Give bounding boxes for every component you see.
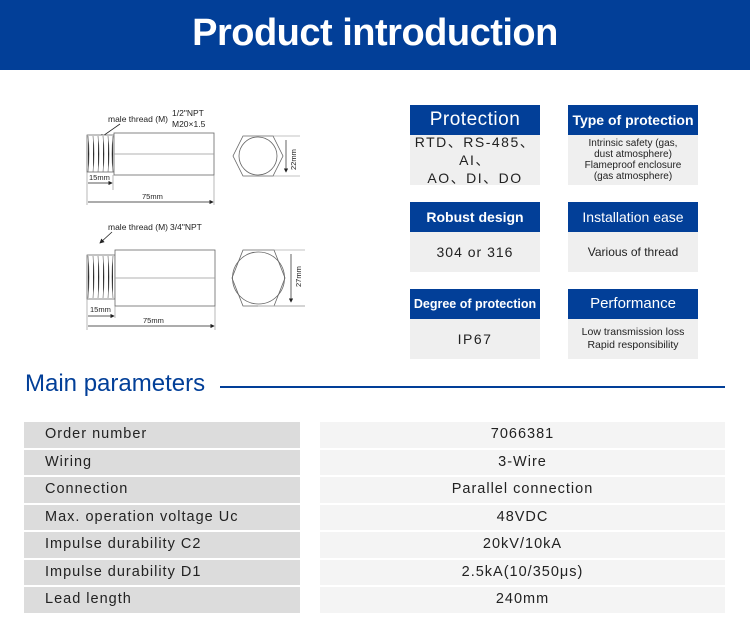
feature-card-protection: Protection RTD、RS-485、AI、 AO、DI、DO [410,105,540,186]
param-label: Max. operation voltage Uc [24,504,300,530]
param-value: 2.5kA(10/350μs) [320,559,725,585]
hex-size-1: 22mm [289,149,298,170]
feature-line: (gas atmosphere) [593,171,673,182]
param-value: 48VDC [320,504,725,530]
feature-line: RTD、RS-485、AI、 [414,134,536,168]
param-label: Impulse durability C2 [24,532,300,558]
total-length-1: 75mm [142,192,163,201]
thread-spec-1a: 1/2"NPT [172,108,204,118]
thread-length-2: 15mm [90,305,111,314]
feature-card-title: Degree of protection [410,289,540,319]
feature-card-type-of-protection: Type of protection Intrinsic safety (gas… [568,105,698,185]
thread-section-icon [86,254,116,300]
param-value: Parallel connection [320,477,725,503]
feature-card-title: Installation ease [568,202,698,232]
table-row: Wiring 3-Wire [24,449,725,475]
param-value: 3-Wire [320,449,725,475]
feature-card-body: Intrinsic safety (gas, dust atmosphere) … [568,135,698,185]
feature-line: Low transmission loss [581,326,685,338]
feature-card-title: Performance [568,289,698,319]
param-value: 240mm [320,587,725,613]
feature-card-installation-ease: Installation ease Various of thread [568,202,698,272]
feature-card-title: Type of protection [568,105,698,135]
param-value: 7066381 [320,422,725,448]
section-divider [220,386,725,388]
thread-callout-1: male thread (M) [108,114,168,124]
technical-drawings: male thread (M) 1/2"NPT M20×1.5 15mm 75m… [0,80,390,350]
feature-card-body: 304 or 316 [410,232,540,272]
parameters-table: Order number 7066381 Wiring 3-Wire Conne… [24,422,725,615]
param-label: Impulse durability D1 [24,559,300,585]
header-banner: Product introduction [0,0,750,70]
param-label: Wiring [24,449,300,475]
table-row: Order number 7066381 [24,422,725,448]
feature-line: dust atmosphere) [594,149,672,160]
drawing-three-quarter-inch: male thread (M) 3/4"NPT 15mm 75mm 27mm [86,222,305,330]
total-length-2: 75mm [143,316,164,325]
param-label: Order number [24,422,300,448]
feature-line: Rapid responsibility [587,339,679,351]
thread-spec-2a: 3/4"NPT [170,222,202,232]
dimension-drawing-svg: male thread (M) 1/2"NPT M20×1.5 15mm 75m… [86,108,305,330]
feature-card-title: Robust design [410,202,540,232]
drawing-half-inch: male thread (M) 1/2"NPT M20×1.5 15mm 75m… [86,108,300,205]
table-row: Max. operation voltage Uc 48VDC [24,504,725,530]
table-row: Lead length 240mm [24,587,725,613]
table-row: Impulse durability C2 20kV/10kA [24,532,725,558]
feature-card-body: Various of thread [568,232,698,272]
hex-size-2: 27mm [294,266,303,287]
feature-card-body: RTD、RS-485、AI、 AO、DI、DO [410,134,540,186]
feature-card-body: Low transmission loss Rapid responsibili… [568,319,698,359]
feature-line: IP67 [457,331,493,347]
thread-section-icon [86,134,115,173]
param-label: Connection [24,477,300,503]
feature-line: Various of thread [587,245,679,259]
table-row: Impulse durability D1 2.5kA(10/350μs) [24,559,725,585]
param-label: Lead length [24,587,300,613]
feature-line: Intrinsic safety (gas, [588,138,678,149]
param-value: 20kV/10kA [320,532,725,558]
table-row: Connection Parallel connection [24,477,725,503]
thread-callout-2: male thread (M) [108,222,168,232]
feature-card-robust-design: Robust design 304 or 316 [410,202,540,272]
hex-end-view-icon [231,249,286,307]
section-title-main-parameters: Main parameters [25,370,206,397]
thread-spec-1b: M20×1.5 [172,119,206,129]
feature-card-performance: Performance Low transmission loss Rapid … [568,289,698,359]
page-title: Product introduction [192,12,558,54]
feature-card-title: Protection [410,105,540,135]
thread-length-1: 15mm [89,173,110,182]
feature-line: AO、DI、DO [427,170,523,186]
feature-line: Flameproof enclosure [584,160,682,171]
feature-card-body: IP67 [410,319,540,359]
feature-card-degree-of-protection: Degree of protection IP67 [410,289,540,359]
hex-end-view-icon [232,135,284,177]
feature-line: 304 or 316 [436,244,514,260]
